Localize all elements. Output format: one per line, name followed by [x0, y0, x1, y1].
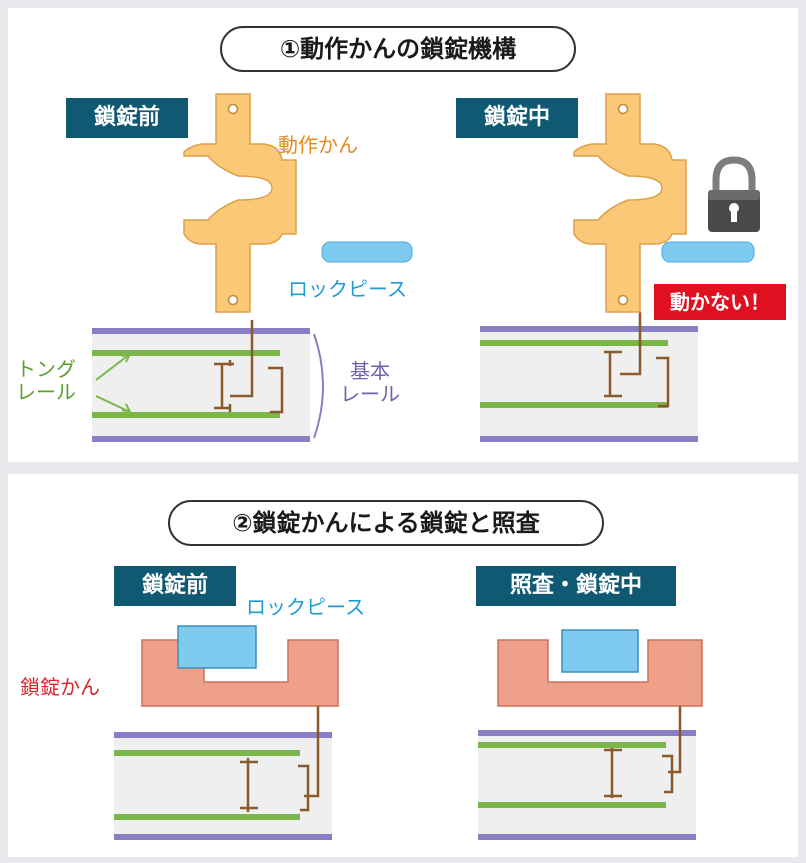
operating-rod-label: 動作かん	[278, 133, 358, 157]
cannot-move-warning: 動かない！	[654, 284, 786, 320]
during-lock-tag: 鎖錠中	[456, 98, 578, 138]
section2-title: ②鎖錠かんによる鎖錠と照査	[168, 500, 604, 546]
stock-rail-top	[92, 328, 310, 334]
stock-rail-bottom	[92, 436, 310, 442]
lock-piece-during	[661, 241, 755, 263]
detection-locked-tag: 照査・鎖錠中	[476, 566, 676, 606]
track2-before	[114, 706, 332, 840]
tongue-rail-pointer	[95, 352, 132, 414]
linkage-before	[214, 320, 284, 414]
track-before	[92, 320, 310, 442]
pin-hole-top	[227, 103, 239, 115]
section1-diagram	[92, 93, 760, 442]
stock-rail-label: 基本 レール	[340, 359, 400, 406]
lock-piece-during-2	[561, 629, 639, 673]
before-lock-tag: 鎖錠前	[66, 98, 188, 138]
lock-piece-before-2	[177, 625, 257, 669]
lock-piece-before	[321, 241, 413, 263]
section-operating-rod-lock: ①動作かんの鎖錠機構	[8, 8, 798, 462]
tongue-rail-bottom	[92, 412, 280, 418]
operating-rod-during	[573, 93, 687, 313]
section-lock-rod-detection: ②鎖錠かんによる鎖錠と照査 鎖錠前 照査・鎖錠中 ロッ	[8, 474, 798, 857]
pin-hole-bottom	[227, 294, 239, 306]
lock-rod-during	[497, 639, 703, 707]
stock-rail-pointer	[313, 333, 324, 439]
track2-during	[478, 706, 696, 840]
section2-diagram	[114, 625, 703, 840]
padlock-icon	[708, 156, 760, 232]
linkage-during	[604, 312, 670, 408]
operating-rod-before	[183, 93, 297, 313]
tongue-rail-top	[92, 350, 280, 356]
lock-piece-label-2: ロックピース	[246, 595, 365, 619]
lock-piece-label-1: ロックピース	[288, 277, 407, 301]
section1-title: ①動作かんの鎖錠機構	[220, 26, 576, 72]
lock-rod-label: 鎖錠かん	[20, 675, 100, 699]
track-during	[480, 312, 698, 442]
tongue-rail-label: トング レール	[16, 357, 76, 404]
before-lock-tag-2: 鎖錠前	[114, 566, 236, 606]
